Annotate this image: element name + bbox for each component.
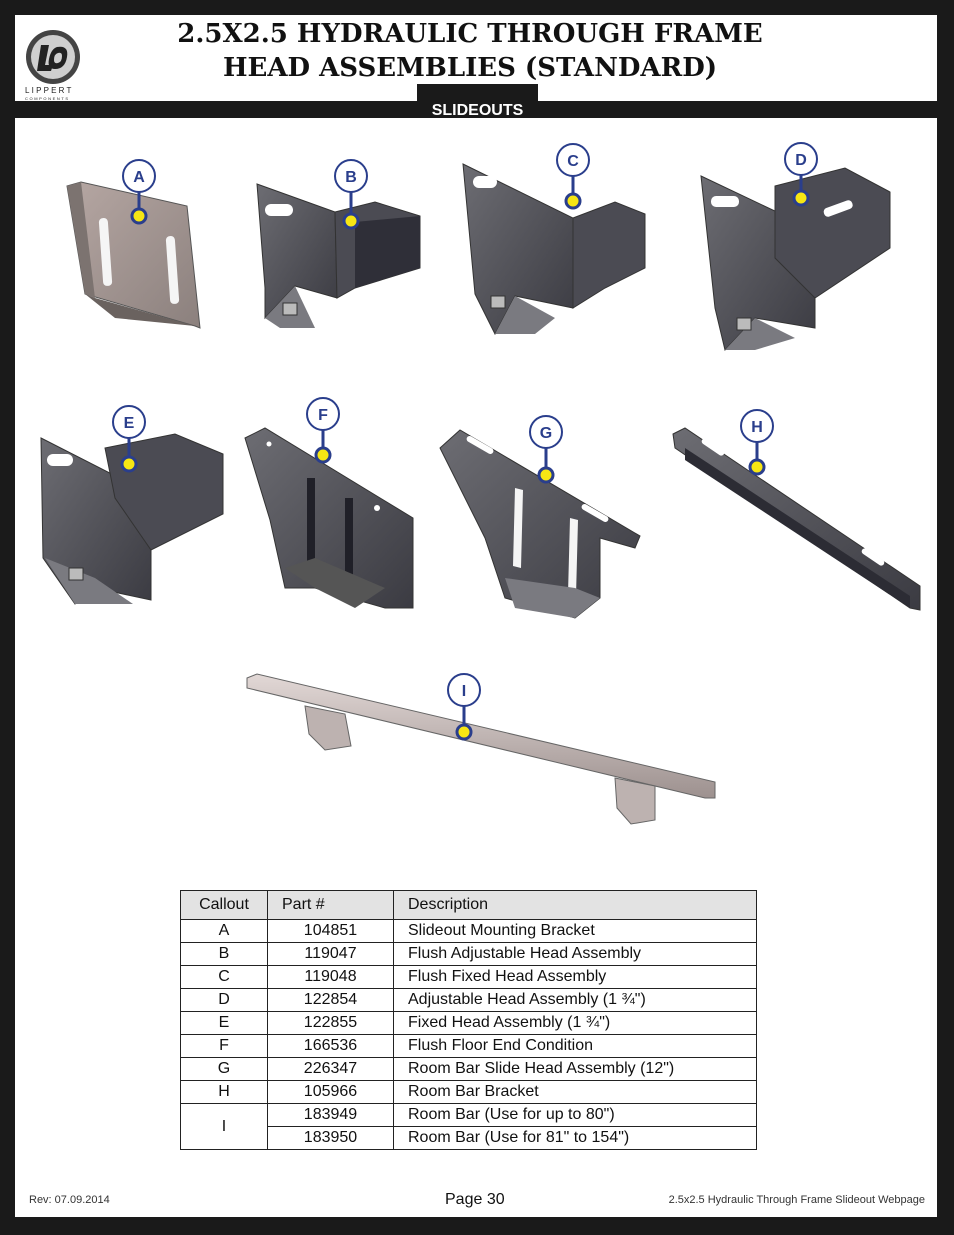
table-row: F 166536 Flush Floor End Condition — [180, 1034, 757, 1058]
cell-part: 183949 — [267, 1103, 394, 1127]
part-h-drawing — [672, 427, 921, 611]
cell-part: 226347 — [267, 1057, 394, 1081]
callout-c-label: C — [567, 153, 579, 170]
callout-h-label: H — [751, 419, 763, 436]
cell-callout: B — [180, 942, 268, 966]
header-part: Part # — [267, 890, 394, 920]
cell-description: Flush Adjustable Head Assembly — [393, 942, 757, 966]
main-content: A B C D E F — [15, 118, 937, 1217]
part-a-drawing — [66, 181, 201, 329]
page-title: 2.5X2.5 HYDRAULIC THROUGH FRAME HEAD ASS… — [145, 15, 795, 85]
callout-c: C — [556, 143, 590, 210]
logo-text: LIPPERT — [25, 86, 74, 95]
table-row: G 226347 Room Bar Slide Head Assembly (1… — [180, 1057, 757, 1081]
page-header: LIPPERT COMPONENTS 2.5X2.5 HYDRAULIC THR… — [15, 15, 937, 101]
cell-callout: F — [180, 1034, 268, 1058]
callout-i: I — [447, 673, 481, 741]
cell-description: Room Bar (Use for up to 80") — [393, 1103, 757, 1127]
callout-a: A — [122, 159, 156, 225]
callout-b-label: B — [345, 169, 357, 186]
part-f-drawing — [244, 427, 414, 609]
callout-g-label: G — [540, 425, 552, 442]
header-callout: Callout — [180, 890, 268, 920]
table-row: I 183949 Room Bar (Use for up to 80") — [180, 1103, 757, 1150]
page-number: Page 30 — [445, 1191, 505, 1208]
parts-table: Callout Part # Description A 104851 Slid… — [180, 890, 757, 1150]
cell-description: Adjustable Head Assembly (1 ¾") — [393, 988, 757, 1012]
lippert-logo: LIPPERT COMPONENTS — [25, 30, 80, 101]
table-row: B 119047 Flush Adjustable Head Assembly — [180, 942, 757, 966]
part-b-drawing — [256, 183, 421, 328]
revision-date: Rev: 07.09.2014 — [29, 1194, 110, 1206]
cell-callout: I — [180, 1103, 268, 1150]
table-row: 183950 Room Bar (Use for 81" to 154") — [181, 1126, 757, 1150]
callout-g: G — [529, 415, 563, 484]
header-description: Description — [393, 890, 757, 920]
callout-f: F — [306, 397, 340, 464]
callout-a-label: A — [133, 169, 145, 186]
cell-part: 119047 — [267, 942, 394, 966]
table-header-row: Callout Part # Description — [180, 890, 757, 920]
callout-b: B — [334, 159, 368, 230]
cell-callout: C — [180, 965, 268, 989]
cell-description: Fixed Head Assembly (1 ¾") — [393, 1011, 757, 1035]
cell-part: 104851 — [267, 919, 394, 943]
part-i-drawing — [246, 673, 716, 825]
cell-callout: G — [180, 1057, 268, 1081]
cell-description: Flush Floor End Condition — [393, 1034, 757, 1058]
cell-part: 105966 — [267, 1080, 394, 1104]
callout-d-label: D — [795, 152, 807, 169]
title-line-2: HEAD ASSEMBLIES (STANDARD) — [222, 53, 718, 83]
cell-part: 122855 — [267, 1011, 394, 1035]
callout-f-label: F — [318, 407, 328, 424]
document-name: 2.5x2.5 Hydraulic Through Frame Slideout… — [668, 1194, 925, 1206]
callout-d: D — [784, 142, 818, 207]
cell-callout: E — [180, 1011, 268, 1035]
table-row: E 122855 Fixed Head Assembly (1 ¾") — [180, 1011, 757, 1035]
part-g-drawing — [439, 429, 641, 619]
title-line-1: 2.5X2.5 HYDRAULIC THROUGH FRAME — [177, 19, 763, 49]
cell-description: Flush Fixed Head Assembly — [393, 965, 757, 989]
callout-h: H — [740, 409, 774, 476]
cell-description: Room Bar Slide Head Assembly (12") — [393, 1057, 757, 1081]
table-row: H 105966 Room Bar Bracket — [180, 1080, 757, 1104]
svg-text:COMPONENTS: COMPONENTS — [25, 96, 70, 101]
cell-callout: D — [180, 988, 268, 1012]
cell-description: Slideout Mounting Bracket — [393, 919, 757, 943]
callout-e-label: E — [124, 415, 135, 432]
cell-description: Room Bar Bracket — [393, 1080, 757, 1104]
cell-part: 166536 — [267, 1034, 394, 1058]
part-c-drawing — [462, 163, 646, 336]
cell-callout: A — [180, 919, 268, 943]
callout-i-label: I — [462, 683, 466, 700]
table-row: A 104851 Slideout Mounting Bracket — [180, 919, 757, 943]
table-row: C 119048 Flush Fixed Head Assembly — [180, 965, 757, 989]
parts-illustration: A B C D E F — [40, 142, 921, 825]
table-row: D 122854 Adjustable Head Assembly (1 ¾") — [180, 988, 757, 1012]
cell-description: Room Bar (Use for 81" to 154") — [393, 1126, 757, 1150]
cell-callout: H — [180, 1080, 268, 1104]
callout-e: E — [112, 405, 146, 473]
cell-part: 183950 — [267, 1126, 394, 1150]
cell-part: 122854 — [267, 988, 394, 1012]
cell-part: 119048 — [267, 965, 394, 989]
